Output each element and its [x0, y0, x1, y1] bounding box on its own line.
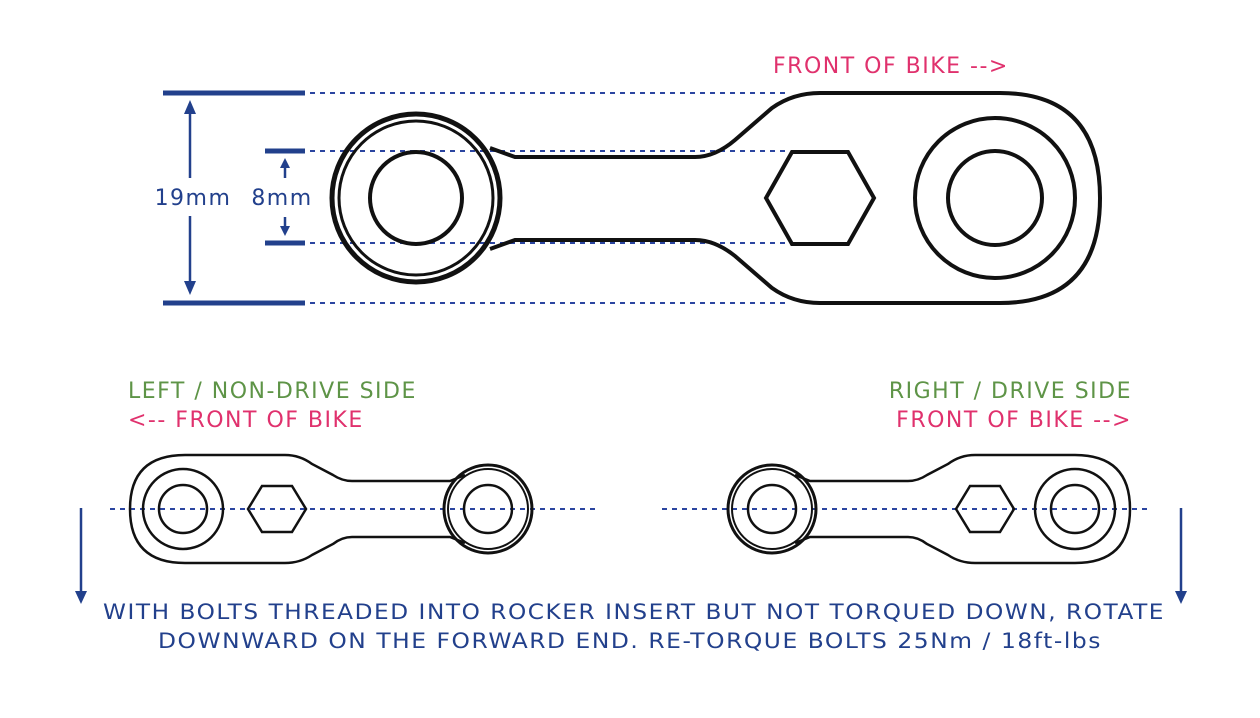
right-view-large-eye-outer-ring [726, 463, 818, 555]
dimension-inner-label: 8mm [251, 186, 312, 211]
dimension-outer-label: 19mm [155, 186, 232, 211]
right-view-large-eye-inner-ring [731, 468, 813, 550]
insert-outline-large [489, 91, 1103, 305]
dim-outer-arrow-down-icon [184, 281, 196, 295]
left-view-large-eye-inner-ring [447, 468, 529, 550]
top-view: 19mm 8mm FRONT OF BIKE --> [155, 54, 1103, 306]
left-side-label: LEFT / NON-DRIVE SIDE [128, 379, 417, 404]
left-view-large-bolt-hole [462, 483, 514, 535]
instruction-line-2: DOWNWARD ON THE FORWARD END. RE-TORQUE B… [158, 629, 1102, 653]
instruction-line-1: WITH BOLTS THREADED INTO ROCKER INSERT B… [103, 600, 1165, 624]
right-view-large-bolt-hole [746, 483, 798, 535]
left-eye-middle-ring [337, 119, 495, 277]
top-front-of-bike-label: FRONT OF BIKE --> [773, 54, 1009, 79]
left-eye-outer-ring [329, 111, 503, 285]
dim-inner-arrow-down-icon [280, 226, 290, 236]
left-front-of-bike-label: <-- FRONT OF BIKE [128, 408, 364, 433]
right-eye-ring [913, 116, 1077, 280]
hex-nut [763, 150, 877, 246]
right-front-of-bike-label: FRONT OF BIKE --> [896, 408, 1132, 433]
right-bolt-hole [946, 149, 1044, 247]
dim-outer-arrow-up-icon [184, 100, 196, 114]
left-view-hex-nut [246, 484, 308, 534]
dim-inner-arrow-up-icon [280, 158, 290, 168]
left-view-small-eye-ring [141, 467, 225, 551]
right-view-small-bolt-hole [1049, 483, 1101, 535]
insert-outline-right [794, 453, 1132, 565]
left-view-large-eye-outer-ring [442, 463, 534, 555]
right-view-hex-nut [954, 484, 1016, 534]
right-side-label: RIGHT / DRIVE SIDE [889, 379, 1132, 404]
right-view: RIGHT / DRIVE SIDE FRONT OF BIKE --> [662, 379, 1187, 604]
right-view-small-eye-ring [1033, 467, 1117, 551]
left-view-small-bolt-hole [157, 483, 209, 535]
insert-outline-left [128, 453, 466, 565]
left-bolt-hole [368, 150, 464, 246]
right-rotate-arrow-down-icon [1175, 591, 1187, 604]
left-rotate-arrow-down-icon [75, 591, 87, 604]
left-view: LEFT / NON-DRIVE SIDE <-- FRONT OF BIKE [75, 379, 600, 604]
